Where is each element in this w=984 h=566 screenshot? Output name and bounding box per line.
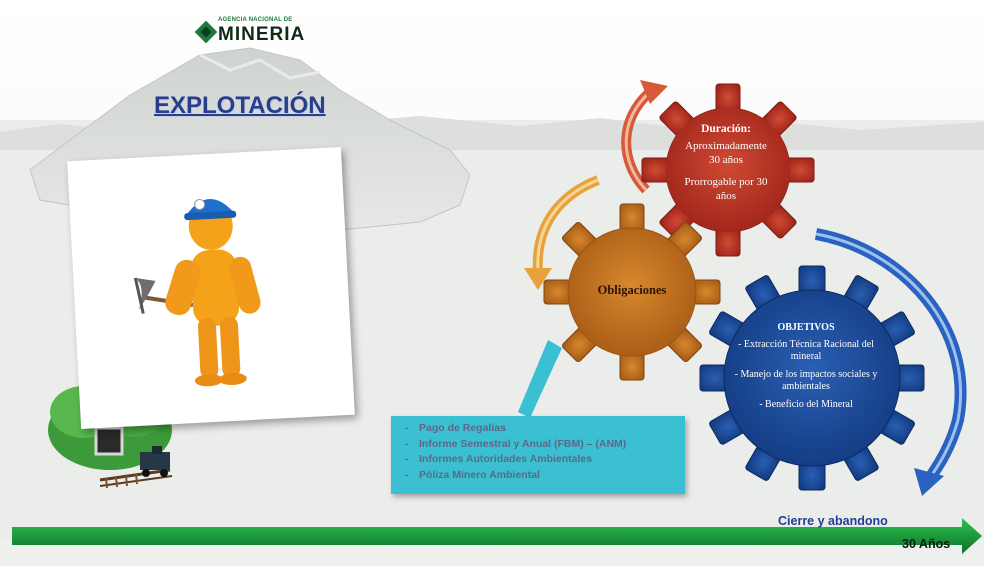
duracion-line-3: Prorrogable por 30 [684,175,768,188]
blue-curved-arrow [814,228,967,496]
duracion-gear [641,83,815,257]
obligaciones-gear [543,203,721,381]
objetivos-heading: OBJETIVOS [777,322,835,333]
duracion-gear-text: Duración: Aproximadamente 30 años Prorro… [661,122,791,203]
logo-diamond-icon [194,20,218,44]
cierre-label: Cierre y abandono [778,514,888,528]
list-item: Póliza Minero Ambiental [405,468,679,484]
objetivo-item: - Manejo de los impactos sociales y ambi… [734,368,878,393]
red-curved-arrow [621,80,668,194]
duracion-line-1: Aproximadamente [685,140,767,153]
logo-agency-text: AGENCIA NACIONAL DE [218,17,293,23]
logo-mineria-text: MINERIA [218,24,306,45]
timeline-arrow [12,518,982,554]
list-item: Informes Autoridades Ambientales [405,452,679,468]
duracion-line-4: años [715,189,737,202]
list-item: Pago de Regalías [405,421,679,437]
objetivo-item: - Beneficio del Mineral [759,398,853,410]
objetivo-item: - Extracción Técnica Racional del minera… [738,338,874,363]
obligations-list-box: Pago de Regalías Informe Semestral y Anu… [391,416,685,494]
miner-figure-icon [133,198,261,387]
miner-photo [67,147,355,429]
obligaciones-label: Obligaciones [597,283,667,297]
objetivos-gear-text: OBJETIVOS - Extracción Técnica Racional … [733,322,879,416]
teal-connector-arrow [518,340,562,418]
obligations-list: Pago de Regalías Informe Semestral y Anu… [391,416,685,483]
page-title: EXPLOTACIÓN [154,92,326,119]
duracion-heading: Duración: [701,123,751,135]
duration-label: 30 Años [902,537,951,551]
duracion-line-2: 30 años [709,154,743,167]
list-item: Informe Semestral y Anual (FBM) – (ANM) [405,437,679,453]
agency-logo: AGENCIA NACIONAL DE MINERIA [194,16,306,48]
orange-curved-arrow [524,175,600,290]
objetivos-gear [699,265,925,491]
